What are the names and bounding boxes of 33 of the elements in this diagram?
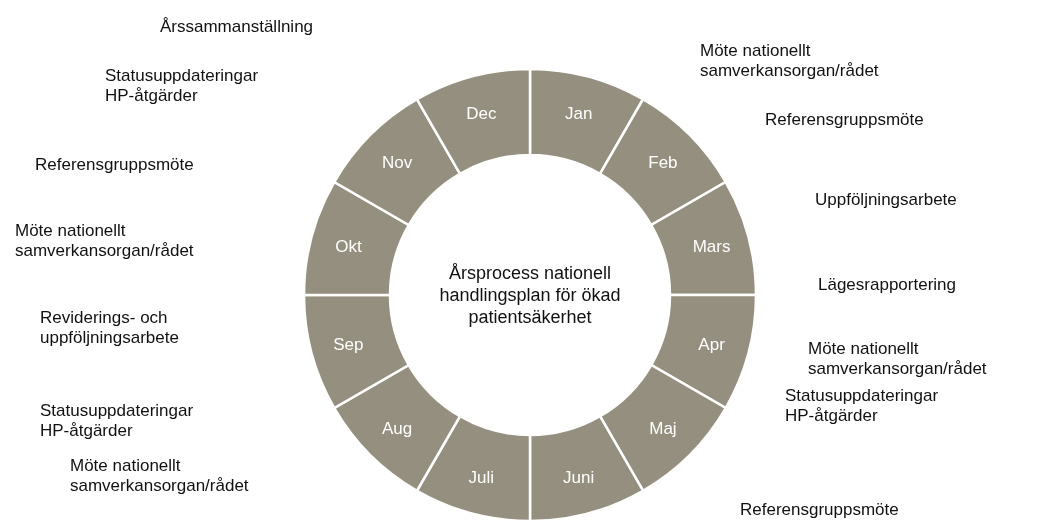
month-label: Aug xyxy=(381,418,413,438)
month-label: Jan xyxy=(564,104,593,124)
center-title: Årsprocess nationell handlingsplan för ökad patientsäkerhet xyxy=(438,262,622,328)
activity-label: Möte nationellt samverkansorgan/rådet xyxy=(15,221,195,261)
activity-label: Möte nationellt samverkansorgan/rådet xyxy=(700,41,880,81)
activity-label: Statusuppdateringar HP-åtgärder xyxy=(40,401,195,441)
month-segment xyxy=(598,98,727,227)
month-segment xyxy=(528,415,645,523)
activity-label: Statusuppdateringar HP-åtgärder xyxy=(785,386,940,426)
month-segment xyxy=(302,293,410,410)
month-segment xyxy=(415,415,532,523)
month-label: Nov xyxy=(381,153,413,173)
activity-label: Reviderings- och uppföljningsarbete xyxy=(40,308,180,348)
activity-label: Lägesrapportering xyxy=(818,275,957,295)
month-label: Maj xyxy=(649,418,677,438)
activity-label: Årssammanställning xyxy=(160,17,315,37)
activity-label: Referensgruppsmöte xyxy=(35,155,195,175)
activity-label: Uppföljningsarbete xyxy=(815,190,958,210)
month-segment xyxy=(415,67,532,175)
activity-label: Referensgruppsmöte xyxy=(765,110,925,130)
month-label: Apr xyxy=(698,334,725,354)
activity-label: Statusuppdateringar HP-åtgärder xyxy=(105,66,260,106)
month-label: Juni xyxy=(563,467,595,487)
month-label: Sep xyxy=(333,334,364,354)
month-segment xyxy=(650,180,758,297)
month-label: Feb xyxy=(648,153,678,173)
month-label: Juli xyxy=(468,467,495,487)
activity-label: Möte nationellt samverkansorgan/rådet xyxy=(808,339,988,379)
month-label: Okt xyxy=(335,237,362,257)
month-label: Dec xyxy=(466,104,497,124)
activity-label: Möte nationellt samverkansorgan/rådet xyxy=(70,456,250,496)
activity-label: Referensgruppsmöte xyxy=(740,500,900,520)
month-label: Mars xyxy=(692,237,731,257)
